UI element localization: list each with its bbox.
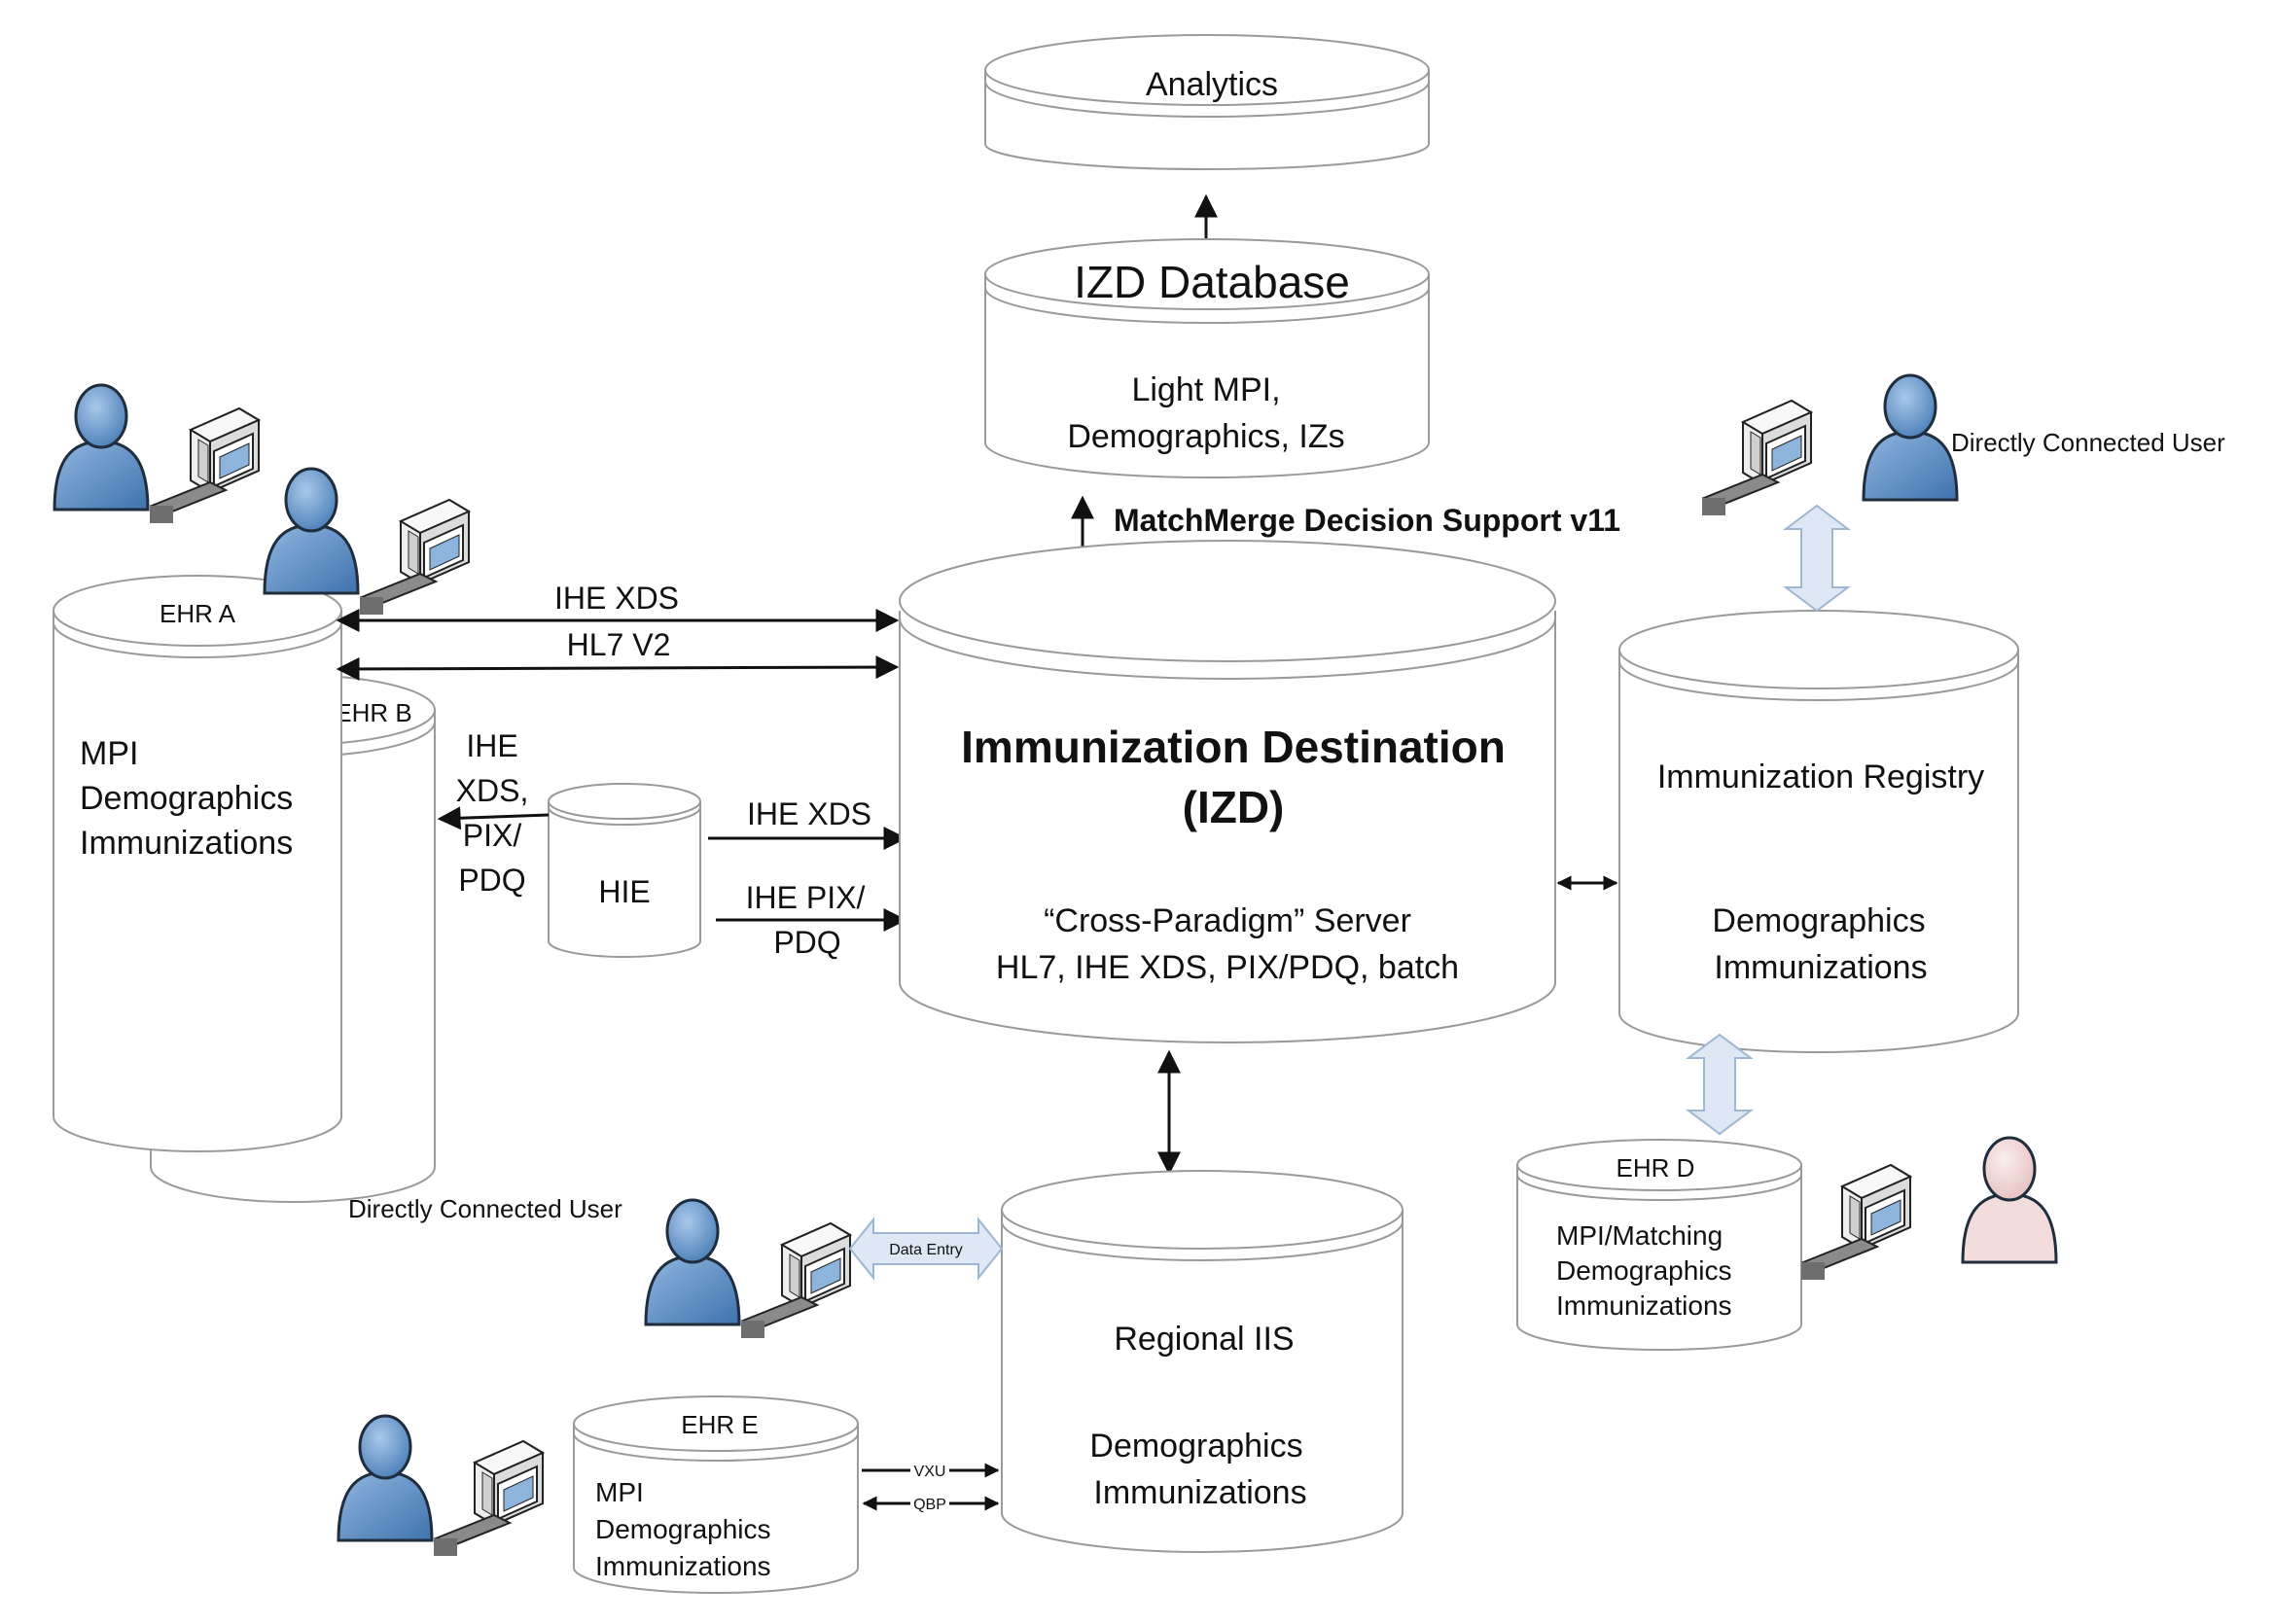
computer-icon	[740, 1222, 851, 1339]
computer-icon	[433, 1440, 544, 1557]
block-arrow-data-entry	[848, 1217, 1004, 1281]
computer-icon	[359, 499, 470, 616]
ehr-a-line2: Demographics	[80, 780, 293, 817]
hie-pix-label-2: PDQ	[773, 925, 840, 960]
hie-cylinder: HIE	[548, 783, 701, 958]
arrow-ehr-a-izd-hl7	[336, 655, 900, 681]
izd-database-cylinder: IZD Database Light MPI, Demographics, IZ…	[984, 238, 1430, 478]
hie-ehr-label-3: PIX/	[463, 818, 522, 853]
qbp-label: QBP	[913, 1497, 946, 1513]
registry-title: Immunization Registry	[1657, 759, 1984, 795]
matchmerge-label: MatchMerge Decision Support v11	[1114, 503, 1620, 538]
user-icon	[644, 1198, 741, 1326]
izd-cylinder: Immunization Destination (IZD) “Cross-Pa…	[899, 540, 1556, 1043]
ehr-d-line1: MPI/Matching	[1556, 1220, 1723, 1251]
top-right-user-label: Directly Connected User	[1951, 428, 2225, 457]
user-icon	[1862, 373, 1959, 502]
user-icon	[53, 383, 150, 512]
user-icon	[263, 467, 360, 595]
ihe-xds-top-label: IHE XDS	[554, 581, 679, 616]
hie-label: HIE	[598, 874, 650, 909]
computer-icon	[1701, 400, 1812, 516]
izd-database-line1: Light MPI,	[1131, 371, 1280, 408]
ehr-a-line1: MPI	[80, 735, 138, 772]
analytics-cylinder: Analytics	[984, 34, 1430, 170]
izd-database-line2: Demographics, IZs	[1067, 418, 1344, 455]
user-icon	[1961, 1136, 2058, 1264]
hie-ehr-label-2: XDS,	[456, 773, 529, 808]
registry-line2: Immunizations	[1714, 949, 1927, 986]
hie-ehr-label-4: PDQ	[458, 863, 525, 898]
ehr-a-label: EHR A	[160, 599, 236, 628]
block-arrow-user-registry	[1783, 504, 1851, 613]
ehr-a-line3: Immunizations	[80, 825, 293, 862]
ehr-d-line2: Demographics	[1556, 1255, 1732, 1286]
izd-database-title: IZD Database	[1074, 257, 1350, 307]
izd-title-line2: (IZD)	[1183, 782, 1285, 832]
immunization-registry-cylinder: Immunization Registry Demographics Immun…	[1618, 610, 2019, 1053]
hie-pix-label-1: IHE PIX/	[746, 880, 866, 915]
izd-sub-line1: “Cross-Paradigm” Server	[1044, 902, 1411, 939]
hie-xds-label: IHE XDS	[747, 796, 871, 831]
regional-iis-cylinder: Regional IIS Demographics Immunizations	[1001, 1170, 1403, 1553]
regional-line2: Immunizations	[1093, 1474, 1306, 1511]
ehr-e-line1: MPI	[595, 1477, 644, 1507]
user-icon	[337, 1414, 434, 1542]
ehr-e-line2: Demographics	[595, 1514, 771, 1544]
data-entry-label: Data Entry	[889, 1242, 963, 1258]
block-arrow-registry-ehr-d	[1686, 1033, 1754, 1136]
ehr-b-label: EHR B	[335, 698, 411, 727]
computer-icon	[1800, 1164, 1911, 1281]
bottom-left-user-label: Directly Connected User	[348, 1194, 622, 1223]
hie-ehr-label-1: IHE	[466, 728, 517, 763]
regional-line1: Demographics	[1089, 1428, 1302, 1465]
ehr-d-line3: Immunizations	[1556, 1290, 1732, 1321]
ehr-d-cylinder: EHR D MPI/Matching Demographics Immuniza…	[1516, 1139, 1802, 1351]
registry-line1: Demographics	[1712, 902, 1925, 939]
regional-title: Regional IIS	[1114, 1321, 1294, 1358]
ehr-a-cylinder: EHR A MPI Demographics Immunizations	[53, 575, 342, 1152]
ehr-d-label: EHR D	[1617, 1153, 1695, 1183]
analytics-label: Analytics	[1146, 66, 1278, 103]
hl7-v2-label: HL7 V2	[567, 627, 671, 662]
arrow-hie-to-ehr	[437, 806, 550, 830]
izd-sub-line2: HL7, IHE XDS, PIX/PDQ, batch	[996, 949, 1459, 986]
ehr-e-label: EHR E	[681, 1410, 758, 1439]
ehr-e-cylinder: EHR E MPI Demographics Immunizations	[573, 1395, 859, 1594]
computer-icon	[149, 407, 260, 524]
ehr-e-line3: Immunizations	[595, 1551, 771, 1581]
izd-title-line1: Immunization Destination	[961, 722, 1506, 772]
vxu-label: VXU	[914, 1464, 946, 1480]
